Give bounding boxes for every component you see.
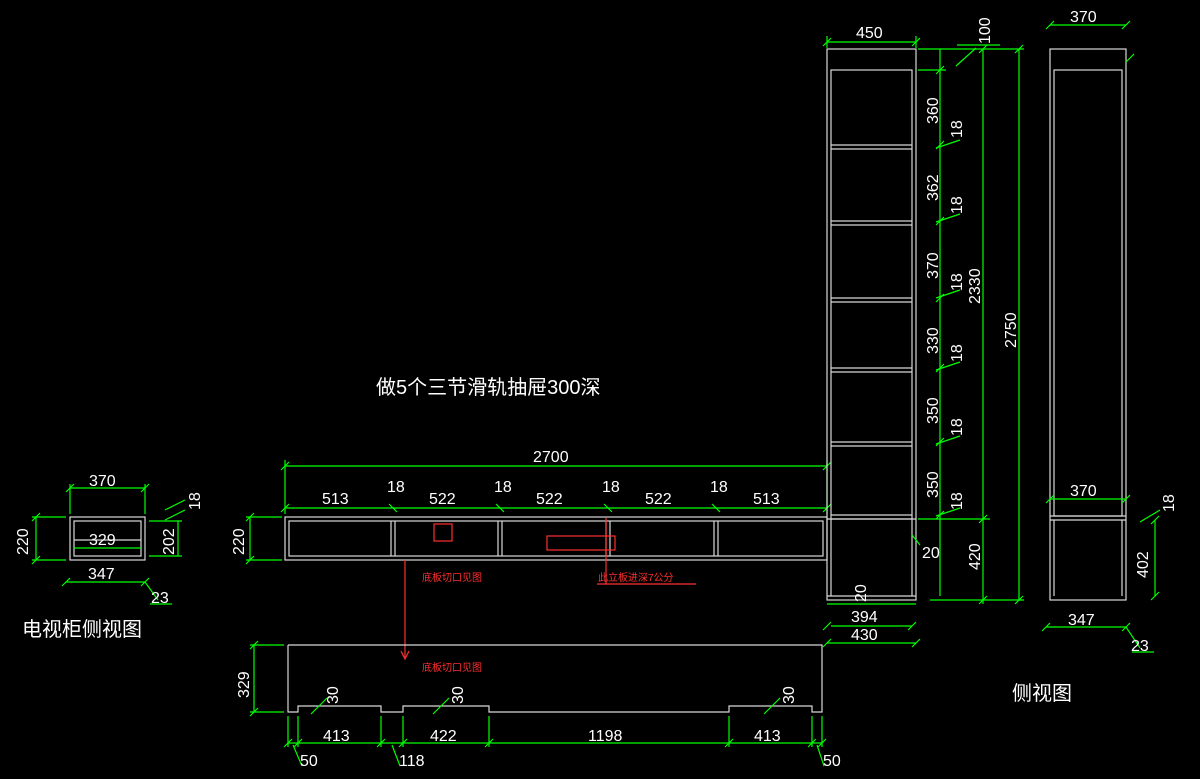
tower-thick-2-dim: 18 [949, 196, 966, 214]
tower-shelf-3-dim: 370 [925, 252, 942, 279]
tower-gap-dim-a: 20 [922, 545, 940, 562]
board-depth-note: 此立板进深7公分 [598, 571, 674, 584]
tower-base-dim: 420 [967, 543, 984, 570]
bottom-depth-dim: 329 [236, 671, 253, 698]
tower-thick-3-dim: 18 [949, 273, 966, 291]
small-left-dim: 220 [15, 528, 32, 555]
tower-430-dim: 430 [851, 627, 878, 644]
tower-gap-dim-b: 20 [853, 584, 870, 602]
side-thick-dim: 18 [1161, 494, 1178, 512]
tv-height-dim: 220 [231, 528, 248, 555]
cutout-note-2: 底板切口见图 [422, 661, 482, 674]
tower-total-dim: 2750 [1003, 312, 1020, 348]
tower-thick-4-dim: 18 [949, 344, 966, 362]
tower-side-view [1041, 20, 1161, 653]
tower-shelf-4-dim: 330 [925, 327, 942, 354]
bottom-width-2-dim: 422 [430, 728, 457, 745]
tower-shelf-5-dim: 350 [925, 397, 942, 424]
small-inner-dim: 329 [89, 532, 116, 549]
tv-bay-4-dim: 522 [645, 491, 672, 508]
tv-side-view-title: 电视柜侧视图 [22, 618, 142, 641]
tv-bay-1-dim: 513 [322, 491, 349, 508]
tv-cabinet-side-view [31, 483, 186, 605]
drawer-note: 做5个三节滑轨抽屉300深 [376, 376, 601, 399]
side-view-title: 侧视图 [1012, 682, 1072, 705]
side-top-dim: 370 [1070, 9, 1097, 26]
tower-thick-5-dim: 18 [949, 418, 966, 436]
tv-total-width-dim: 2700 [533, 449, 569, 466]
small-corner-dim: 23 [151, 590, 169, 607]
tower-shelf-2-dim: 362 [925, 174, 942, 201]
tv-partition-2-dim: 18 [494, 479, 512, 496]
tv-bay-5-dim: 513 [753, 491, 780, 508]
side-bottom-dim: 347 [1068, 612, 1095, 629]
side-mid-dim: 370 [1070, 483, 1097, 500]
tower-394-dim: 394 [851, 609, 878, 626]
tower-shelf-1-dim: 360 [925, 97, 942, 124]
tower-body-dim: 2330 [967, 268, 984, 304]
tv-partition-1-dim: 18 [387, 479, 405, 496]
bottom-end-1-dim: 50 [300, 753, 318, 770]
tower-thick-6-dim: 18 [949, 492, 966, 510]
tv-cabinet-front [245, 460, 832, 661]
bottom-end-3-dim: 50 [823, 753, 841, 770]
small-bottom-dim: 347 [88, 566, 115, 583]
tower-thick-1-dim: 18 [949, 120, 966, 138]
small-right-dim: 202 [161, 528, 178, 555]
tv-bay-2-dim: 522 [429, 491, 456, 508]
bottom-width-3-dim: 1198 [588, 728, 623, 745]
tower-width-dim: 450 [856, 25, 883, 42]
tv-partition-4-dim: 18 [710, 479, 728, 496]
cutout-note-1: 底板切口见图 [422, 571, 482, 584]
notch-depth-2-dim: 30 [450, 686, 467, 704]
tower-top-dim: 100 [977, 17, 994, 44]
notch-depth-1-dim: 30 [325, 686, 342, 704]
side-402-dim: 402 [1135, 551, 1152, 578]
tower-front [822, 36, 1024, 648]
tv-bay-3-dim: 522 [536, 491, 563, 508]
bottom-width-1-dim: 413 [323, 728, 350, 745]
tv-partition-3-dim: 18 [602, 479, 620, 496]
bottom-end-2-dim: 118 [399, 753, 425, 770]
side-corner-dim: 23 [1131, 638, 1149, 655]
small-top-dim: 370 [89, 473, 116, 490]
notch-depth-3-dim: 30 [781, 686, 798, 704]
bottom-plate-plan [249, 640, 827, 767]
small-thick-dim: 18 [187, 492, 204, 510]
bottom-width-4-dim: 413 [754, 728, 781, 745]
tower-shelf-6-dim: 350 [925, 471, 942, 498]
